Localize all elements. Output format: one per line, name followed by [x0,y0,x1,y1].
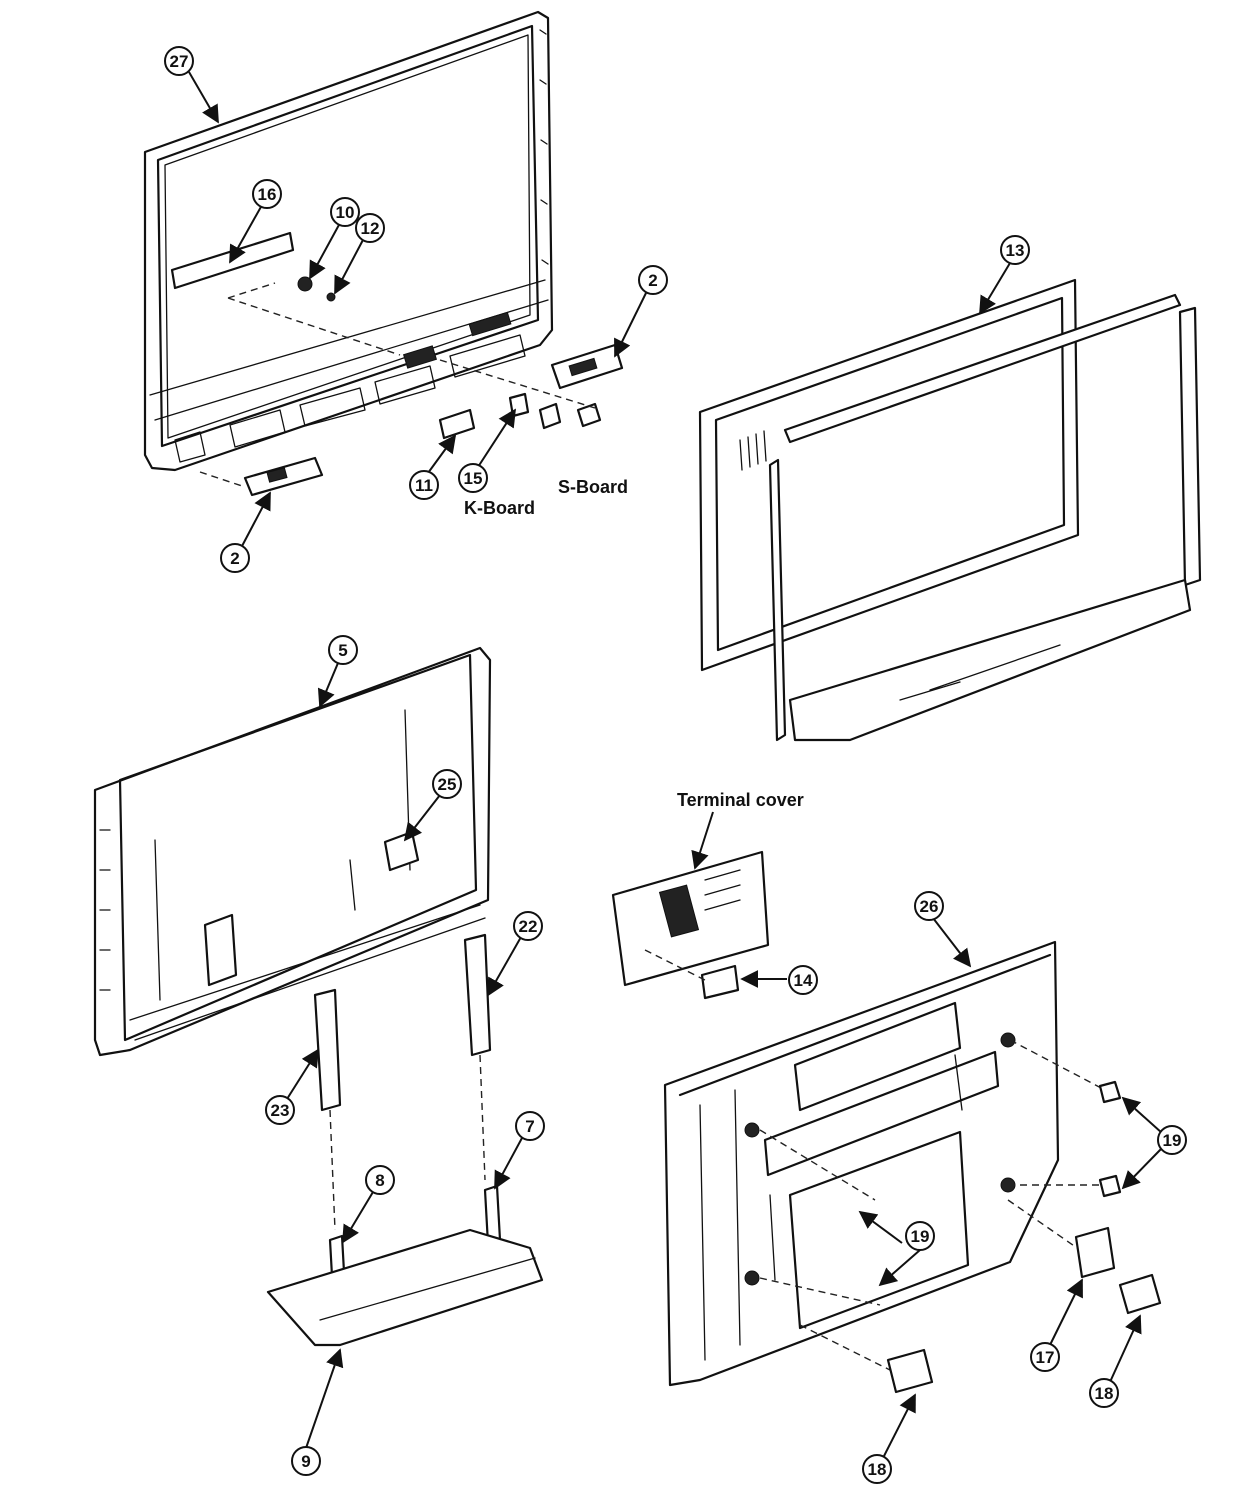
callout-19-center: 19 [905,1221,935,1251]
callout-16: 16 [252,179,282,209]
svg-text:9: 9 [301,1452,310,1471]
svg-text:7: 7 [525,1117,534,1136]
svg-text:26: 26 [920,897,939,916]
svg-text:14: 14 [794,971,813,990]
svg-text:27: 27 [170,52,189,71]
callout-13: 13 [1000,235,1030,265]
stand-assembly [266,933,544,1347]
callout-23: 23 [265,1095,295,1125]
callout-15: 15 [458,463,488,493]
callout-25: 25 [432,769,462,799]
svg-text:8: 8 [375,1171,384,1190]
callout-8: 8 [365,1165,395,1195]
svg-text:13: 13 [1006,241,1025,260]
label-s-board: S-Board [558,477,628,497]
callout-2-top: 2 [638,265,668,295]
svg-text:22: 22 [519,917,538,936]
rear-cover [663,940,1162,1394]
callout-22: 22 [513,911,543,941]
callout-5: 5 [328,635,358,665]
svg-text:19: 19 [1163,1131,1182,1150]
chassis-frame [93,646,492,1057]
svg-text:2: 2 [648,271,657,290]
callout-18-bottom: 18 [862,1454,892,1484]
callout-11: 11 [409,470,439,500]
callout-18-right: 18 [1089,1378,1119,1408]
svg-text:18: 18 [1095,1384,1114,1403]
callout-12: 12 [355,213,385,243]
callout-10: 10 [330,197,360,227]
svg-text:5: 5 [338,641,347,660]
label-terminal-cover: Terminal cover [677,790,804,810]
svg-text:11: 11 [415,476,433,495]
callout-19-right: 19 [1157,1125,1187,1155]
callout-2-left: 2 [220,543,250,573]
leader-lines [188,71,1163,1459]
callout-27: 27 [164,46,194,76]
svg-text:25: 25 [438,775,457,794]
svg-text:2: 2 [230,549,239,568]
svg-text:18: 18 [868,1460,887,1479]
svg-text:17: 17 [1036,1348,1055,1367]
label-k-board: K-Board [464,498,535,518]
svg-text:10: 10 [336,203,355,222]
svg-text:19: 19 [911,1227,930,1246]
callout-26: 26 [914,891,944,921]
plasma-panel [698,278,1202,742]
callout-14: 14 [788,965,818,995]
svg-text:12: 12 [361,219,380,238]
svg-text:15: 15 [464,469,483,488]
front-cabinet [143,10,554,472]
callout-7: 7 [515,1111,545,1141]
terminal-cover [611,850,770,1000]
callout-17: 17 [1030,1342,1060,1372]
svg-text:16: 16 [258,185,277,204]
svg-text:23: 23 [271,1101,290,1120]
callout-9: 9 [291,1446,321,1476]
